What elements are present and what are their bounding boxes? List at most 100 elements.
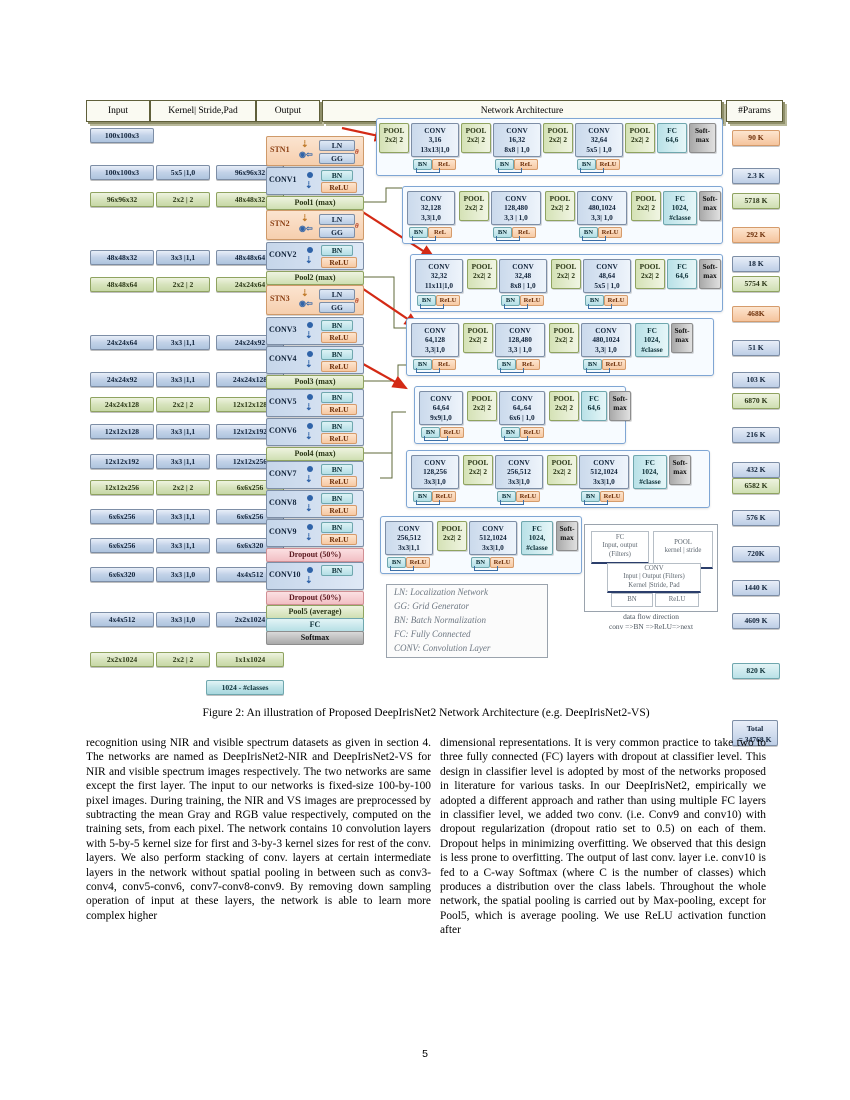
- junction-dot-icon: [307, 247, 313, 253]
- block-line: Soft-: [674, 326, 690, 335]
- block-line: #classe: [641, 344, 663, 354]
- junction-dot-icon: [307, 567, 313, 573]
- cell-kernel: 3x3 |1,1: [156, 454, 210, 469]
- panel-tag-bracket: [582, 236, 606, 241]
- block-line: POOL: [441, 524, 463, 533]
- block-line: 1024,: [528, 533, 546, 543]
- junction-dot-icon: [307, 351, 313, 357]
- conv-label: CONV1: [269, 175, 297, 184]
- dropout-block: Dropout (50%): [266, 591, 364, 605]
- panel-relu-tag: ReLU: [490, 557, 514, 568]
- block-line: 32,32: [430, 271, 448, 281]
- panel-relu-tag: ReL: [432, 359, 456, 370]
- gg-tag: GG: [319, 227, 355, 238]
- relu-tag: ReLU: [321, 257, 357, 268]
- param-count-box: 18 K: [732, 256, 780, 272]
- body-paragraph-right: dimensional representations. It is very …: [440, 737, 766, 937]
- block-line: CONV: [591, 194, 613, 203]
- header-output: Output: [256, 100, 320, 122]
- block-line: 480,1024: [592, 335, 620, 345]
- bn-tag: BN: [321, 170, 353, 181]
- block-line: #classe: [639, 476, 661, 486]
- down-arrow-icon: ⇣: [301, 288, 309, 298]
- panel-softmax-block: Soft-max: [556, 521, 578, 551]
- legend-entry: BN: Batch Normalization: [394, 615, 486, 625]
- panel-bn-tag: BN: [471, 557, 490, 568]
- panel-tag-bracket: [584, 500, 608, 505]
- pool-block: Pool3 (max): [266, 375, 364, 389]
- stn-label: STN3: [270, 294, 290, 303]
- block-line: 3x3|1,0: [508, 476, 530, 486]
- panel-tag-bracket: [586, 368, 610, 373]
- block-line: 32,128: [420, 203, 442, 213]
- block-line: Soft-: [672, 458, 688, 467]
- bn-tag: BN: [321, 245, 353, 256]
- softmax-block: Softmax: [266, 631, 364, 645]
- panel-bn-tag: BN: [585, 295, 604, 306]
- param-count-box: 720K: [732, 546, 780, 562]
- panel-bn-tag: BN: [501, 427, 520, 438]
- block-line: POOL: [467, 458, 489, 467]
- cell-input: 24x24x64: [90, 335, 154, 350]
- block-line: CONV: [593, 458, 615, 467]
- block-line: 5x5 | 1,0: [586, 144, 612, 154]
- block-line: CONV: [511, 394, 533, 403]
- block-line: CONV: [512, 262, 534, 271]
- cell-kernel: 5x5 |1,0: [156, 165, 210, 180]
- block-line: max: [703, 271, 717, 281]
- panel-bn-tag: BN: [413, 159, 432, 170]
- block-line: FC: [675, 194, 685, 203]
- total-label: Total: [746, 724, 764, 733]
- param-count-box: 103 K: [732, 372, 780, 388]
- block-line: CONV: [506, 126, 528, 135]
- block-line: CONV: [424, 326, 446, 335]
- body-paragraph-left: recognition using NIR and visible spectr…: [86, 737, 431, 922]
- block-line: #classe: [526, 542, 548, 552]
- block-line: max: [673, 467, 687, 477]
- cell-input: 12x12x256: [90, 480, 154, 495]
- panel-relu-tag: ReLU: [598, 227, 622, 238]
- conv-label: CONV6: [269, 426, 297, 435]
- down-arrow-icon: ⇣: [305, 402, 313, 412]
- panel-tag-bracket: [496, 236, 520, 241]
- junction-dot-icon: [307, 322, 313, 328]
- block-line: POOL: [629, 126, 651, 135]
- relu-tag: ReLU: [321, 476, 357, 487]
- block-line: 2x2| 2: [554, 403, 574, 413]
- block-line: POOL: [639, 262, 661, 271]
- down-arrow-icon: ⇣: [305, 503, 313, 513]
- param-count-box: 4609 K: [732, 613, 780, 629]
- block-line: POOL: [465, 126, 487, 135]
- bn-tag: BN: [321, 493, 353, 504]
- panel-bn-tag: BN: [577, 159, 596, 170]
- block-line: CONV: [424, 458, 446, 467]
- legend-fc-block: FC Input, output (Filters): [591, 531, 649, 564]
- down-arrow-icon: ⇣: [305, 180, 313, 190]
- block-line: 2x2| 2: [630, 135, 650, 145]
- panel-bn-tag: BN: [421, 427, 440, 438]
- junction-dot-icon: [307, 394, 313, 400]
- block-line: 2x2| 2: [442, 533, 462, 543]
- param-count-box: 51 K: [732, 340, 780, 356]
- block-line: 3x3|1,0: [593, 476, 615, 486]
- param-count-box: 6870 K: [732, 393, 780, 409]
